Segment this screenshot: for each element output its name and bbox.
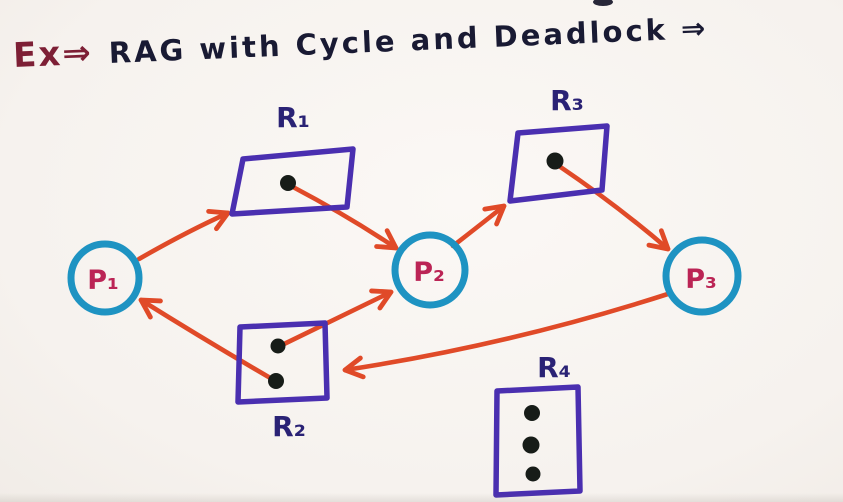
- resource-R4-label: R₄: [537, 351, 571, 384]
- resource-R2: R₂: [235, 320, 330, 443]
- resource-R1-label: R₁: [276, 101, 310, 134]
- process-P2-circle: [391, 231, 469, 309]
- process-P3: P₃: [662, 236, 742, 316]
- process-P2-label: P₂: [413, 257, 445, 288]
- process-P1-circle: [67, 240, 143, 316]
- edge-assign-R2-P1: [138, 297, 275, 382]
- resource-R3: R₃: [507, 84, 610, 204]
- edge-request-P3-R2: [342, 290, 674, 380]
- resource-R2-instance-dot-1: [270, 338, 286, 354]
- edge-request-P1-R1: [136, 208, 231, 262]
- resource-R3-label: R₃: [550, 84, 584, 117]
- resource-R2-box: [235, 320, 330, 405]
- process-P2: P₂: [391, 231, 469, 309]
- process-P3-label: P₃: [685, 264, 717, 295]
- resource-R4: R₄: [493, 351, 583, 498]
- resource-R4-instance-dot-3: [525, 466, 541, 482]
- resource-R3-box: [507, 123, 610, 204]
- edge-assign-R1-P2: [290, 184, 399, 251]
- resource-R4-box: [493, 384, 583, 498]
- resource-R3-instance-dot: [546, 152, 564, 170]
- edge-assign-R2-P2: [279, 288, 394, 348]
- process-P3-circle: [662, 236, 742, 316]
- edge-request-P2-R3: [450, 203, 507, 249]
- process-P1: P₁: [67, 240, 143, 316]
- resource-R1-box: [229, 146, 356, 217]
- resource-R2-instance-dot-2: [268, 373, 284, 389]
- resource-R2-label: R₂: [272, 410, 306, 443]
- cropped-writing-mark: [593, 0, 613, 6]
- resource-R4-instance-dot-2: [522, 436, 540, 454]
- resource-R1-instance-dot: [280, 175, 296, 191]
- resource-R1: R₁: [229, 101, 356, 217]
- edge-assign-R3-P3: [556, 163, 671, 252]
- process-P1-label: P₁: [87, 265, 119, 296]
- edges: [136, 163, 674, 382]
- resource-R4-instance-dot-1: [524, 405, 540, 421]
